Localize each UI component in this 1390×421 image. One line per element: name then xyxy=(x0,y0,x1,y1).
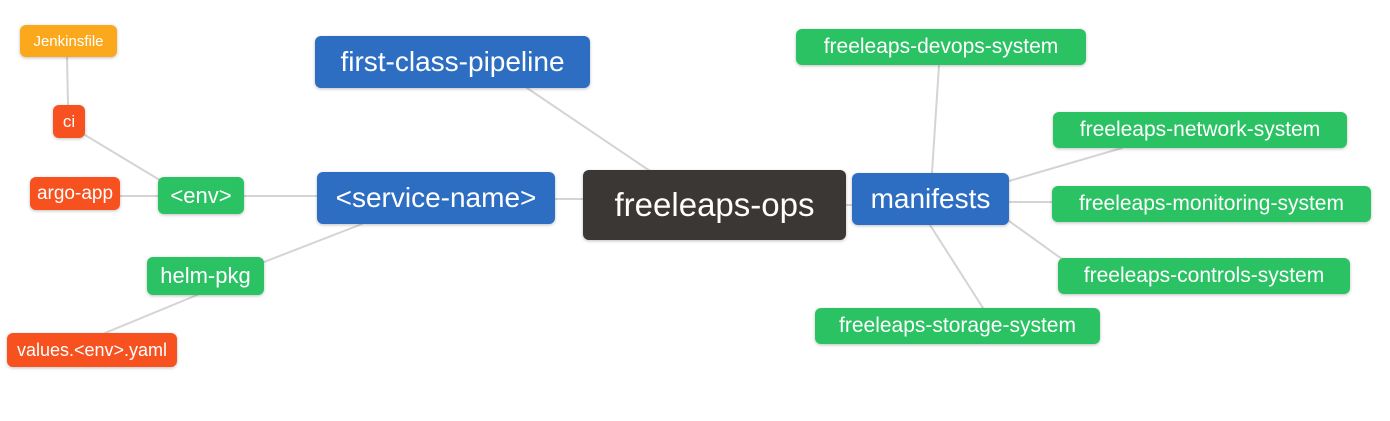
edge-ci-env xyxy=(84,134,164,183)
node-argo-app[interactable]: argo-app xyxy=(30,177,120,210)
node-manifests[interactable]: manifests xyxy=(852,173,1009,225)
node-values-env-yaml[interactable]: values.<env>.yaml xyxy=(7,333,177,367)
edge-manifests-freeleaps-storage-system xyxy=(929,224,984,309)
node-freeleaps-network-system[interactable]: freeleaps-network-system xyxy=(1053,112,1347,148)
node-env[interactable]: <env> xyxy=(158,177,244,214)
edge-first-class-pipeline-freeleaps-ops xyxy=(526,87,651,172)
edge-jenkinsfile-ci xyxy=(66,56,69,106)
edge-manifests-freeleaps-controls-system xyxy=(1008,220,1063,260)
node-freeleaps-ops[interactable]: freeleaps-ops xyxy=(583,170,846,240)
node-ci[interactable]: ci xyxy=(53,105,85,138)
edge-values-env-yaml-helm-pkg xyxy=(104,294,198,334)
node-first-class-pipeline[interactable]: first-class-pipeline xyxy=(315,36,590,88)
node-freeleaps-controls-system[interactable]: freeleaps-controls-system xyxy=(1058,258,1350,294)
edge-helm-pkg-service-name xyxy=(263,223,363,263)
node-freeleaps-devops-system[interactable]: freeleaps-devops-system xyxy=(796,29,1086,65)
node-service-name[interactable]: <service-name> xyxy=(317,172,555,224)
edge-manifests-freeleaps-network-system xyxy=(1008,147,1123,182)
edge-freeleaps-devops-system-manifests xyxy=(931,64,940,174)
node-freeleaps-storage-system[interactable]: freeleaps-storage-system xyxy=(815,308,1100,344)
node-helm-pkg[interactable]: helm-pkg xyxy=(147,257,264,295)
node-freeleaps-monitoring-system[interactable]: freeleaps-monitoring-system xyxy=(1052,186,1371,222)
node-jenkinsfile[interactable]: Jenkinsfile xyxy=(20,25,117,57)
